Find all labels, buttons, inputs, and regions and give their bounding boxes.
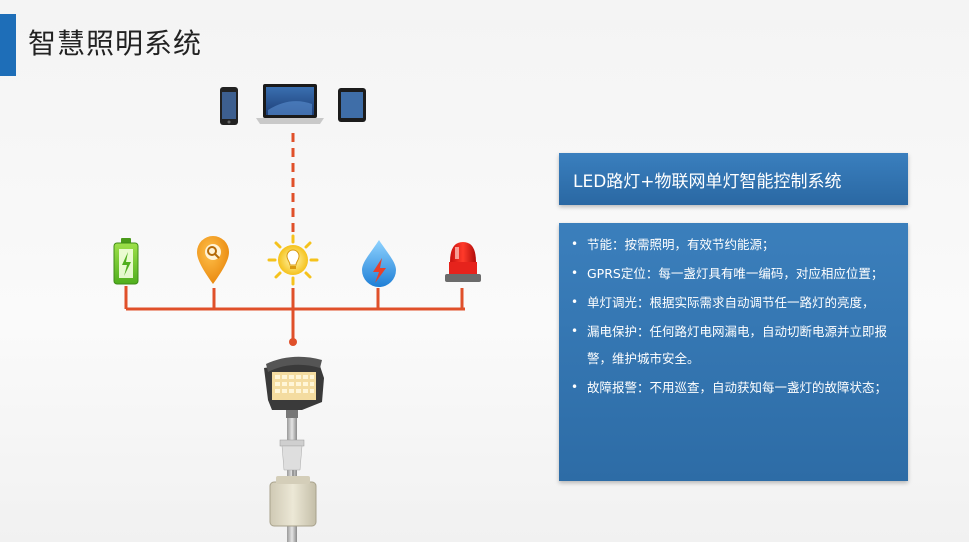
battery-icon bbox=[113, 238, 139, 285]
feature-item-gprs-positioning: GPRS定位：每一盏灯具有唯一编码，对应相应位置； bbox=[571, 260, 896, 287]
feature-item-energy-saving: 节能：按需照明，有效节约能源； bbox=[571, 231, 896, 258]
feature-item-fault-alarm: 故障报警：不用巡查，自动获知每一盏灯的故障状态； bbox=[571, 374, 896, 401]
panel-header: LED路灯+物联网单灯智能控制系统 bbox=[559, 153, 908, 205]
alarm-siren-icon bbox=[445, 242, 481, 282]
connector-lines bbox=[124, 133, 465, 346]
smartphone-icon bbox=[220, 87, 238, 125]
location-pin-icon bbox=[197, 236, 229, 284]
page-title: 智慧照明系统 bbox=[28, 27, 203, 60]
title-accent-bar bbox=[0, 14, 16, 76]
tablet-icon bbox=[338, 88, 366, 122]
feature-list: 节能：按需照明，有效节约能源； GPRS定位：每一盏灯具有唯一编码，对应相应位置… bbox=[571, 231, 896, 401]
feature-panel: 节能：按需照明，有效节约能源； GPRS定位：每一盏灯具有唯一编码，对应相应位置… bbox=[559, 223, 908, 481]
feature-item-dimming: 单灯调光：根据实际需求自动调节任一路灯的亮度， bbox=[571, 289, 896, 316]
water-drop-icon bbox=[362, 240, 396, 287]
bulb-icon bbox=[267, 234, 319, 286]
feature-item-leakage-protection: 漏电保护：任何路灯电网漏电，自动切断电源并立即报警，维护城市安全。 bbox=[571, 318, 896, 372]
controller-box-icon bbox=[269, 470, 317, 527]
laptop-icon bbox=[256, 84, 324, 124]
